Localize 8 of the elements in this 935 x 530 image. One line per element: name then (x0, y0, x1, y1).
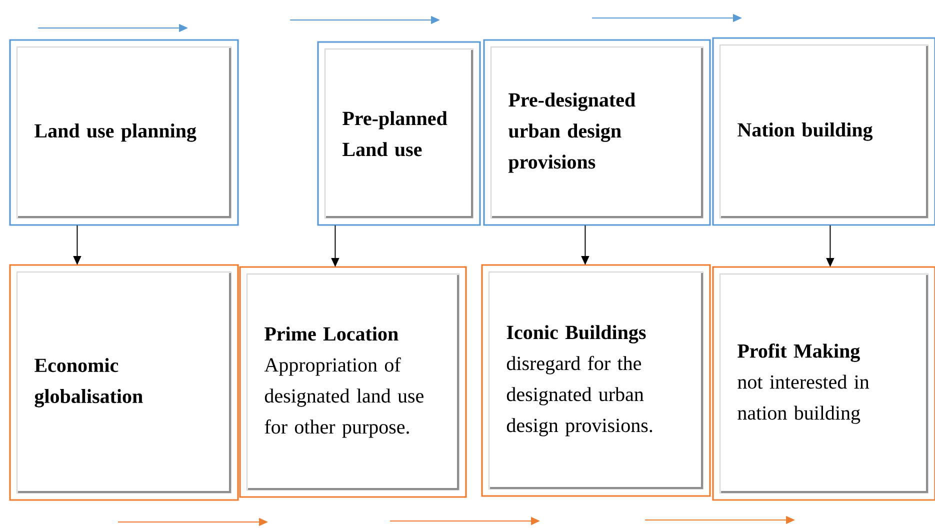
text-box: Pre-planned Land use (317, 41, 481, 226)
text-box: Iconic Buildings disregard for the designated urban design provisions. (481, 264, 711, 497)
text-box: Land use planning (9, 39, 239, 226)
text-box: Prime Location Appropriation of designated land use for other purpose. (239, 266, 467, 498)
text-box: Economic globalisation (9, 264, 239, 501)
text-box: Profit Making not interested in nation building (712, 266, 935, 501)
text-box: Nation building (712, 37, 935, 226)
text-box: Pre-designated urban design provisions (483, 39, 711, 226)
